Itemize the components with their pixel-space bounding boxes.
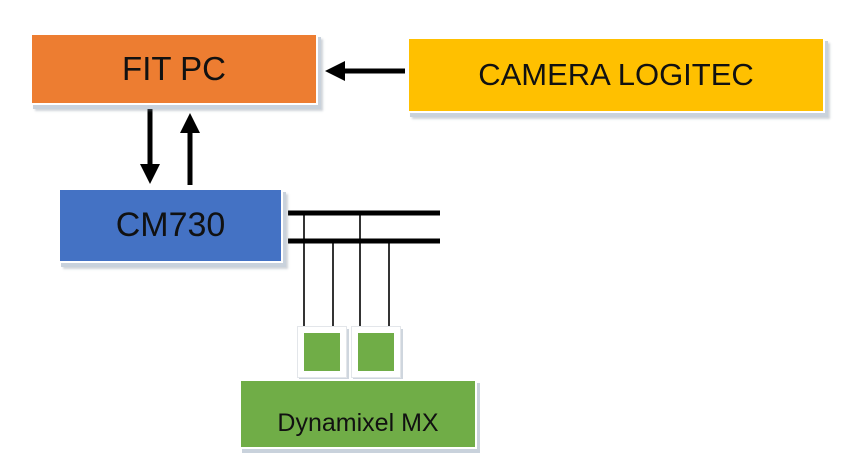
dynamixel-mx-label: Dynamixel MX <box>277 408 439 437</box>
servo-module <box>297 326 347 378</box>
cm730-block: CM730 <box>58 188 283 263</box>
cm730-label: CM730 <box>115 206 226 244</box>
servo-module-fill <box>304 333 340 371</box>
servo-module-fill <box>358 333 394 371</box>
camera-logitec-label: CAMERA LOGITEC <box>478 57 754 92</box>
servo-module <box>351 326 401 378</box>
fit-pc-block: FIT PC <box>30 33 318 105</box>
dynamixel-mx-block: Dynamixel MX <box>239 379 477 449</box>
fit-pc-label: FIT PC <box>122 50 226 87</box>
camera-logitec-block: CAMERA LOGITEC <box>407 37 825 113</box>
